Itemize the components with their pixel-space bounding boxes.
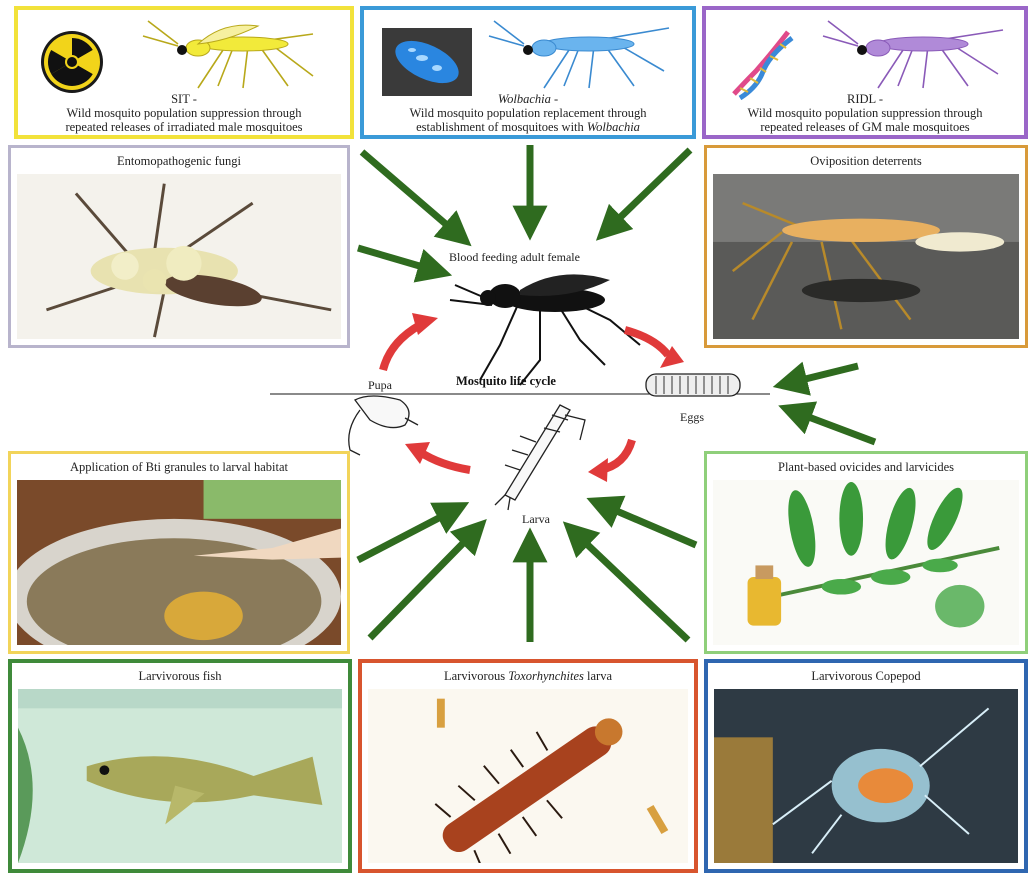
arrow-fungi-to-adult — [358, 248, 440, 272]
adult-mosquito-silhouette — [450, 274, 640, 385]
pupa-label: Pupa — [368, 378, 392, 393]
adult-label: Blood feeding adult female — [449, 250, 580, 265]
larva-label: Larva — [522, 512, 550, 527]
cycle-arrow-eggs-to-larva — [588, 440, 632, 482]
arrow-ridl-to-adult — [605, 150, 690, 232]
lifecycle-title: Mosquito life cycle — [456, 374, 556, 389]
arrow-oviposition-to-eggs — [785, 366, 858, 384]
arrow-sit-to-adult — [362, 152, 462, 238]
arrow-plant-to-larva — [598, 503, 696, 545]
eggs-raft — [646, 374, 740, 396]
cycle-arrow-adult-to-eggs — [625, 330, 684, 368]
eggs-label: Eggs — [680, 410, 704, 425]
larva-drawing — [495, 405, 585, 510]
arrow-bti-to-larva — [358, 508, 458, 560]
arrow-copepod-to-larva — [572, 530, 688, 640]
cycle-arrow-larva-to-pupa — [405, 442, 470, 470]
cycle-arrow-pupa-to-adult — [383, 313, 438, 370]
arrow-plant-to-eggs — [790, 410, 875, 442]
